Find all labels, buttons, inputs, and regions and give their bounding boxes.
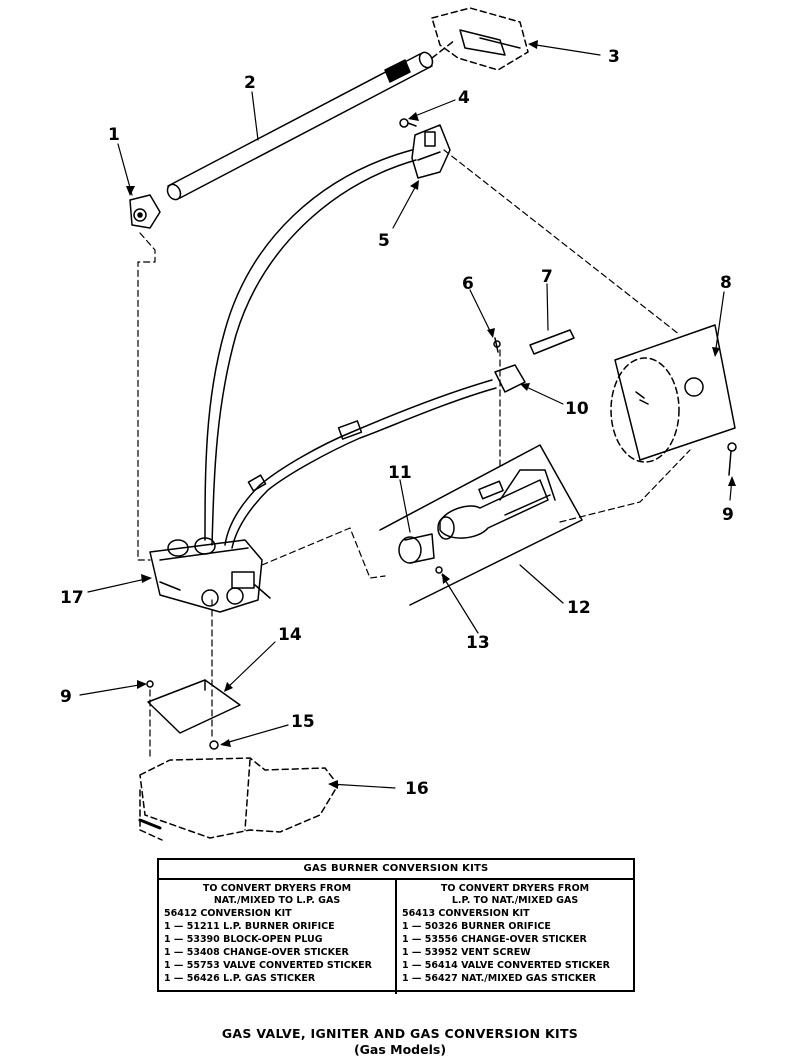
part-11-orifice xyxy=(398,533,435,564)
kit-number: 56413 CONVERSION KIT xyxy=(402,908,530,919)
igniter-wire-leads xyxy=(204,149,417,546)
callout-3: 3 xyxy=(608,47,620,67)
part-12-burner-assembly xyxy=(379,444,583,606)
part-10-sensor-bracket xyxy=(494,364,526,393)
part-15-nut xyxy=(209,740,219,750)
callout-13: 13 xyxy=(466,633,490,653)
part-14-cover-plate xyxy=(147,679,241,734)
sensor-wire xyxy=(224,379,497,549)
callout-16: 16 xyxy=(405,779,429,799)
leader-arrowheads xyxy=(126,40,736,789)
page-title: GAS VALVE, IGNITER AND GAS CONVERSION KI… xyxy=(221,1026,579,1041)
kit-heading-line-2: NAT./MIXED TO L.P. GAS xyxy=(213,895,341,906)
callout-8: 8 xyxy=(720,273,732,293)
kit-item: 1 — 53952 VENT SCREW xyxy=(402,947,531,958)
part-2-igniter-tube xyxy=(166,51,434,201)
part-7-sensor xyxy=(529,329,575,355)
part-3-bracket xyxy=(431,7,529,71)
callout-2: 2 xyxy=(244,73,256,93)
callout-14: 14 xyxy=(278,625,302,645)
callout-10: 10 xyxy=(565,399,589,419)
part-16-cabinet-outline xyxy=(139,757,339,841)
kit-heading-line-2: L.P. TO NAT./MIXED GAS xyxy=(451,895,579,906)
assembly-guide-lines xyxy=(137,149,691,761)
callout-5: 5 xyxy=(378,231,390,251)
table-header: GAS BURNER CONVERSION KITS xyxy=(159,860,633,880)
kit-item: 1 — 53390 BLOCK-OPEN PLUG xyxy=(164,934,323,945)
part-13-screw xyxy=(435,566,443,574)
callout-11: 11 xyxy=(388,463,412,483)
callout-1: 1 xyxy=(108,125,120,145)
kit-heading-line-1: TO CONVERT DRYERS FROM xyxy=(440,883,590,894)
callout-9-left: 9 xyxy=(60,687,72,707)
callout-6: 6 xyxy=(462,274,474,294)
part-9-screw-left xyxy=(146,680,154,688)
part-1-bracket xyxy=(129,194,161,229)
callout-4: 4 xyxy=(458,88,470,108)
callout-12: 12 xyxy=(567,598,591,618)
part-17-gas-valve xyxy=(149,537,271,613)
kit-item: 1 — 55753 VALVE CONVERTED STICKER xyxy=(164,960,372,971)
kit-heading-line-1: TO CONVERT DRYERS FROM xyxy=(202,883,352,894)
callout-17: 17 xyxy=(60,588,84,608)
callout-15: 15 xyxy=(291,712,315,732)
kit-item: 1 — 56427 NAT./MIXED GAS STICKER xyxy=(402,973,597,984)
part-9-screw-right xyxy=(727,442,737,476)
kit-item: 1 — 56414 VALVE CONVERTED STICKER xyxy=(402,960,610,971)
callout-9-right: 9 xyxy=(722,505,734,525)
conversion-kits-table: GAS BURNER CONVERSION KITS TO CONVERT DR… xyxy=(157,858,635,994)
part-5-igniter-bracket xyxy=(411,124,451,179)
kit-number: 56412 CONVERSION KIT xyxy=(164,908,292,919)
kit-item: 1 — 56426 L.P. GAS STICKER xyxy=(164,973,316,984)
kit-item: 1 — 53408 CHANGE-OVER STICKER xyxy=(164,947,349,958)
kit-item: 1 — 51211 L.P. BURNER ORIFICE xyxy=(164,921,335,932)
kit-column-right: TO CONVERT DRYERS FROM L.P. TO NAT./MIXE… xyxy=(395,880,633,994)
callout-7: 7 xyxy=(541,267,553,287)
kit-item: 1 — 53556 CHANGE-OVER STICKER xyxy=(402,934,587,945)
kit-column-left: TO CONVERT DRYERS FROM NAT./MIXED TO L.P… xyxy=(159,880,395,994)
part-6-screw xyxy=(493,337,501,353)
part-8-burner-housing xyxy=(610,324,736,463)
leader-lines xyxy=(79,43,733,789)
kit-item: 1 — 50326 BURNER ORIFICE xyxy=(402,921,551,932)
part-4-screw xyxy=(399,118,417,128)
exploded-parts-diagram: 1 2 3 4 5 6 7 8 9 10 11 12 13 14 15 16 1… xyxy=(60,7,737,841)
